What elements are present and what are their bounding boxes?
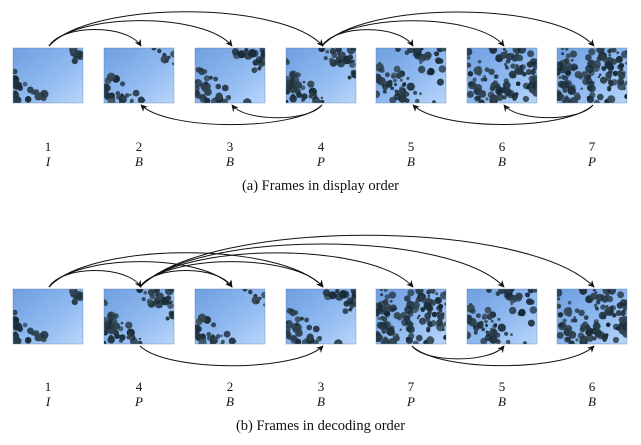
decoding-reference-arrow-top-2: [48, 261, 233, 288]
decoding-reference-arrow-bottom-3: [411, 345, 595, 367]
display-reference-arrow-bottom-4: [412, 104, 594, 125]
decoding-reference-arrow-top-1: [48, 270, 142, 288]
display-reference-arrow-top-6: [321, 11, 595, 47]
display-reference-arrow-bottom-1: [231, 104, 323, 119]
decoding-frame-6: [466, 288, 538, 345]
display-frame-number: 3: [227, 139, 234, 154]
decoding-frame-1: [12, 288, 84, 345]
display-frame-number: 5: [408, 139, 415, 154]
decoding-frame-type: B: [498, 394, 506, 409]
display-reference-arrow-top-3: [48, 11, 324, 47]
decoding-frame-4: [285, 288, 357, 345]
decoding-frame-type: I: [45, 394, 51, 409]
display-reference-arrow-top-1: [48, 29, 142, 47]
display-frame-2: [103, 47, 175, 104]
decoding-frame-number: 6: [589, 379, 596, 394]
decoding-frame-7: [556, 288, 628, 345]
decoding-frame-2: [103, 288, 175, 345]
display-frame-number: 4: [318, 139, 325, 154]
decoding-reference-arrow-top-5: [139, 261, 324, 288]
display-frame-number: 7: [589, 139, 596, 154]
decoding-reference-arrow-top-7: [139, 243, 505, 288]
display-frame-type: B: [498, 154, 506, 169]
display-frame-1: [12, 47, 84, 104]
decoding-reference-arrow-top-8: [139, 234, 595, 288]
decoding-reference-arrow-top-4: [139, 270, 233, 288]
decoding-caption: (b) Frames in decoding order: [236, 418, 405, 434]
decoding-frame-5: [375, 288, 447, 345]
display-frame-type: I: [45, 154, 51, 169]
display-frame-type: B: [135, 154, 143, 169]
decoding-frame-number: 1: [45, 379, 52, 394]
decoding-frame-3: [194, 288, 266, 345]
decoding-reference-arrow-top-6: [139, 252, 414, 288]
decoding-frame-number: 3: [318, 379, 325, 394]
decoding-frame-type: P: [406, 394, 415, 409]
display-frame-6: [466, 47, 538, 104]
display-frame-5: [375, 47, 447, 104]
display-frame-type: P: [316, 154, 325, 169]
display-frame-type: B: [407, 154, 415, 169]
decoding-reference-arrow-bottom-1: [139, 345, 324, 367]
decoding-frame-type: B: [317, 394, 325, 409]
decoding-frame-type: B: [226, 394, 234, 409]
display-frame-number: 1: [45, 139, 52, 154]
display-frame-type: P: [587, 154, 596, 169]
decoding-reference-arrow-bottom-2: [411, 345, 505, 360]
display-reference-arrow-bottom-2: [140, 104, 323, 125]
decoding-frame-type: P: [134, 394, 143, 409]
display-reference-arrow-top-2: [48, 20, 233, 47]
display-caption: (a) Frames in display order: [242, 178, 399, 194]
display-frame-type: B: [226, 154, 234, 169]
display-frame-7: [556, 47, 628, 104]
display-reference-arrow-top-4: [321, 29, 414, 47]
decoding-reference-arrow-top-3: [48, 252, 324, 288]
display-frame-number: 6: [499, 139, 506, 154]
decoding-frame-type: B: [588, 394, 596, 409]
display-frame-4: [285, 47, 357, 104]
decoding-frame-number: 2: [227, 379, 234, 394]
decoding-frame-number: 4: [136, 379, 143, 394]
display-reference-arrow-bottom-3: [503, 104, 594, 119]
display-frame-number: 2: [136, 139, 143, 154]
display-frame-3: [194, 47, 266, 104]
decoding-frame-number: 7: [408, 379, 415, 394]
decoding-frame-number: 5: [499, 379, 506, 394]
display-reference-arrow-top-5: [321, 20, 505, 47]
